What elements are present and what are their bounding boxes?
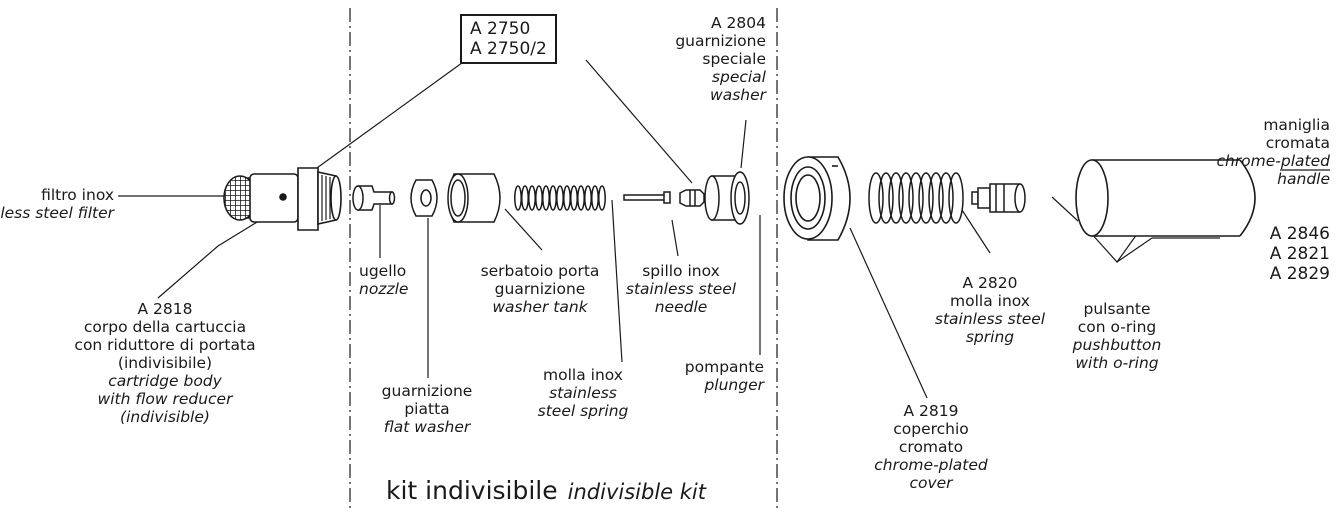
label-guarnizione-piatta: guarnizione piatta flat washer <box>362 382 492 436</box>
spillo-en1: stainless steel <box>625 280 737 298</box>
chrome-cover-part <box>783 156 851 241</box>
label-a2818: A 2818 corpo della cartuccia con ridutto… <box>50 300 280 426</box>
guarnizione-piatta-en: flat washer <box>383 418 471 436</box>
handle-part <box>1075 159 1256 237</box>
a2819-code: A 2819 <box>903 402 959 420</box>
a2818-en1: cartridge body <box>108 372 222 390</box>
molla-kit-it: molla inox <box>543 366 623 384</box>
a2818-en3: (indivisible) <box>120 408 210 426</box>
ugello-en: nozzle <box>359 280 409 298</box>
a2820-l1: molla inox <box>950 292 1030 310</box>
leader-lines <box>118 59 1330 399</box>
label-kit-indivisibile: kit indivisibile indivisible kit <box>386 476 706 505</box>
code-a2821: A 2821 <box>1269 244 1330 264</box>
cartridge-body-part <box>223 167 342 231</box>
nozzle-part <box>352 185 396 211</box>
pulsante-l1: pulsante <box>1083 300 1151 318</box>
label-a2750-box: A 2750 A 2750/2 <box>460 14 557 64</box>
a2818-l3: (indivisibile) <box>117 354 213 372</box>
label-filtro-inox: filtro inox stainless steel filter <box>0 186 114 222</box>
kit-it: kit indivisibile <box>386 476 558 505</box>
ugello-it: ugello <box>359 262 407 280</box>
a2804-l1: guarnizione <box>675 32 766 50</box>
kit-en: indivisible kit <box>567 480 706 504</box>
a2804-l2: speciale <box>702 50 766 68</box>
a2818-en2: with flow reducer <box>97 390 233 408</box>
a2820-code: A 2820 <box>962 274 1018 292</box>
needle-part <box>623 191 671 204</box>
pushbutton-part <box>971 183 1026 213</box>
pompante-it: pompante <box>684 358 764 376</box>
label-serbatoio: serbatoio porta guarnizione washer tank <box>470 262 610 316</box>
spillo-en2: needle <box>654 298 708 316</box>
pulsante-en2: with o-ring <box>1075 354 1159 372</box>
a2804-en2: washer <box>710 86 766 104</box>
special-washer-part <box>704 171 750 225</box>
label-a2819: A 2819 coperchio cromato chrome-plated c… <box>866 402 996 492</box>
a2820-en2: spring <box>965 328 1015 346</box>
guarnizione-piatta-l1: guarnizione <box>381 382 473 400</box>
code-a2829: A 2829 <box>1269 264 1330 284</box>
a2750-code: A 2750 <box>470 19 531 39</box>
filtro-it: filtro inox <box>41 186 114 204</box>
maniglia-l1: maniglia <box>1263 116 1330 134</box>
code-a2846: A 2846 <box>1269 224 1330 244</box>
cover-spring-part <box>868 172 964 224</box>
a2820-en1: stainless steel <box>934 310 1046 328</box>
label-pulsante: pulsante con o-ring pushbutton with o-ri… <box>1055 300 1179 372</box>
a2819-en2: cover <box>909 474 953 492</box>
maniglia-l2: cromata <box>1265 134 1330 152</box>
label-spillo: spillo inox stainless steel needle <box>615 262 747 316</box>
label-maniglia: maniglia cromata chrome-plated handle <box>1216 116 1330 188</box>
a2819-en1: chrome-plated <box>874 456 988 474</box>
a2804-code: A 2804 <box>711 14 766 32</box>
flat-washer-part <box>410 179 438 217</box>
filtro-en: stainless steel filter <box>0 204 114 222</box>
serbatoio-l1: serbatoio porta <box>480 262 600 280</box>
a2818-code: A 2818 <box>137 300 193 318</box>
pulsante-en1: pushbutton <box>1072 336 1162 354</box>
a2750-2-code: A 2750/2 <box>470 39 547 59</box>
a2818-l2: con riduttore di portata <box>74 336 256 354</box>
pulsante-l2: con o-ring <box>1077 318 1157 336</box>
plunger-part <box>679 189 705 207</box>
label-pompante: pompante plunger <box>685 358 764 394</box>
spillo-it: spillo inox <box>642 262 720 280</box>
pompante-en: plunger <box>704 376 764 394</box>
kit-boundary-lines <box>349 8 778 510</box>
washer-tank-part <box>447 173 501 223</box>
serbatoio-l2: guarnizione <box>494 280 586 298</box>
label-ugello: ugello nozzle <box>359 262 408 298</box>
a2819-l1: coperchio <box>893 420 969 438</box>
kit-spring-part <box>514 185 606 211</box>
a2819-l2: cromato <box>898 438 964 456</box>
molla-kit-en2: steel spring <box>537 402 629 420</box>
maniglia-en1: chrome-plated <box>1216 152 1330 170</box>
label-a2820: A 2820 molla inox stainless steel spring <box>920 274 1060 346</box>
label-codes-right: A 2846 A 2821 A 2829 <box>1270 224 1330 284</box>
label-a2804: A 2804 guarnizione speciale special wash… <box>675 14 766 104</box>
a2804-en1: special <box>711 68 766 86</box>
a2818-l1: corpo della cartuccia <box>83 318 247 336</box>
guarnizione-piatta-l2: piatta <box>404 400 450 418</box>
serbatoio-en: washer tank <box>492 298 588 316</box>
molla-kit-en1: stainless <box>549 384 617 402</box>
maniglia-en2: handle <box>1277 170 1330 188</box>
label-molla-kit: molla inox stainless steel spring <box>518 366 648 420</box>
